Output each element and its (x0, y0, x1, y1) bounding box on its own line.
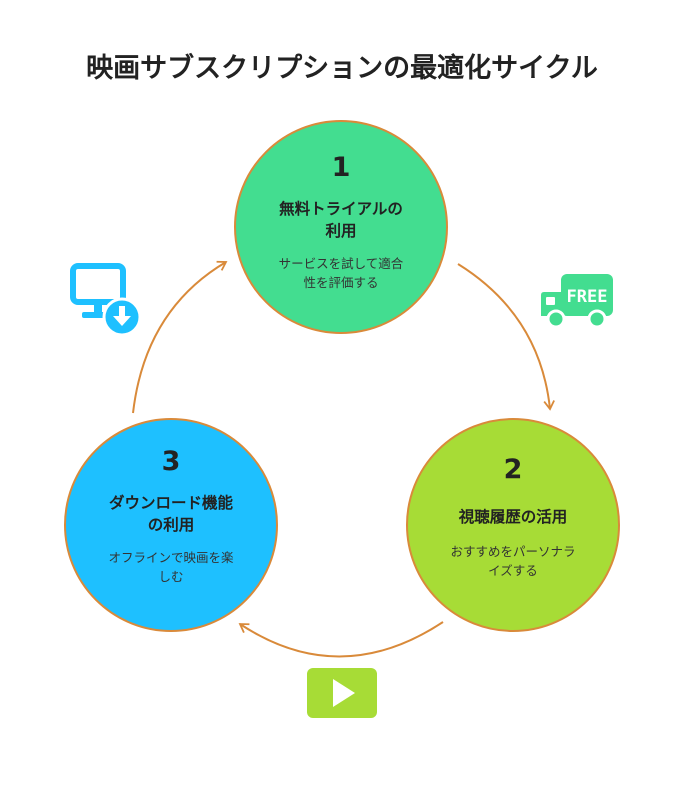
step-2-title-line-1: 視聴履歴の活用 (458, 508, 568, 526)
step-2-desc-line-1: おすすめをパーソナラ (450, 544, 576, 559)
free-truck-icon: FREE (541, 274, 613, 329)
step-1-desc-line-1: サービスを試して適合 (278, 256, 404, 271)
arrow-step2-to-step3 (238, 621, 444, 658)
step-2-desc-line-2: イズする (488, 563, 538, 578)
step-3-circle: 3 ダウンロード機能 の利用 オフラインで映画を楽 しむ (64, 418, 278, 632)
step-3-number: 3 (161, 446, 181, 477)
step-1-circle: 1 無料トライアルの 利用 サービスを試して適合 性を評価する (234, 120, 448, 334)
step-1-title: 無料トライアルの 利用 (254, 198, 428, 242)
step-1-description: サービスを試して適合 性を評価する (264, 254, 418, 292)
step-2-description: おすすめをパーソナラ イズする (436, 542, 590, 580)
diagram-title: 映画サブスクリプションの最適化サイクル (86, 53, 598, 84)
free-badge-text: FREE (567, 287, 608, 307)
step-3-title-line-2: の利用 (147, 516, 195, 534)
step-3-title: ダウンロード機能 の利用 (84, 492, 258, 536)
step-1-number: 1 (331, 152, 351, 183)
step-3-title-line-1: ダウンロード機能 (108, 494, 233, 512)
arrow-step1-to-step2 (457, 263, 555, 411)
arrow-step3-to-step1 (132, 260, 228, 414)
step-1-title-line-2: 利用 (325, 222, 357, 240)
step-3-desc-line-1: オフラインで映画を楽 (108, 550, 234, 565)
step-2-number: 2 (503, 454, 523, 485)
monitor-download-icon (70, 263, 142, 337)
step-1-desc-line-2: 性を評価する (303, 275, 379, 290)
play-icon (307, 668, 377, 718)
step-2-title: 視聴履歴の活用 (426, 506, 600, 528)
step-3-desc-line-2: しむ (158, 569, 184, 584)
step-3-description: オフラインで映画を楽 しむ (94, 548, 248, 586)
step-1-title-line-1: 無料トライアルの (279, 200, 403, 218)
step-2-circle: 2 視聴履歴の活用 おすすめをパーソナラ イズする (406, 418, 620, 632)
